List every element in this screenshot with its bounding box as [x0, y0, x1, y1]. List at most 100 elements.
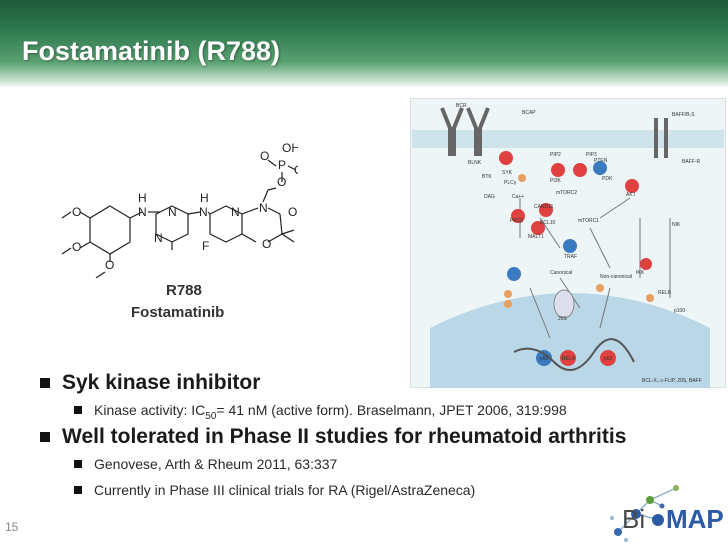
atom-n1: N: [138, 205, 147, 219]
bullet-genovese: Genovese, Arth & Rheum 2011, 63:337: [40, 451, 725, 477]
bullet-phase3: Currently in Phase III clinical trials f…: [40, 477, 725, 503]
atom-h2: H: [200, 191, 209, 205]
bullet-list: Syk kinase inhibitor Kinase activity: IC…: [40, 369, 725, 503]
label-card11: CARD11: [534, 204, 554, 210]
label-rela: RELA: [562, 356, 576, 362]
node-pten: [593, 161, 607, 175]
slide-number: 15: [5, 520, 19, 534]
compound-name: Fostamatinib: [131, 304, 225, 321]
nucleus: [430, 293, 710, 388]
node-syk: [499, 151, 513, 165]
label-proteasome: 20S: [558, 316, 568, 322]
atom-n-low: N: [154, 231, 163, 245]
atom-o-methoxy3: O: [105, 258, 114, 272]
label-noncanonical: Non-canonical: [600, 274, 632, 280]
proteasome: [553, 289, 575, 319]
label-mtorc2: mTORC2: [556, 190, 577, 196]
atom-p: P: [278, 158, 286, 172]
bullet-marker: [40, 432, 50, 442]
label-nik: NIK: [672, 222, 681, 228]
label-bcr: BCR: [456, 103, 467, 109]
fostamatinib-structure: OH O P OH O H H N N N N N O N F O O O O: [61, 141, 298, 278]
biomap-logo: Bi MAP: [610, 485, 724, 542]
kinase-nodes: [499, 151, 652, 366]
atom-f: F: [202, 239, 209, 253]
label-dag: DAG: [484, 194, 495, 200]
label-canonical: Canonical: [550, 270, 572, 276]
compound-code: R788: [166, 282, 202, 299]
node-pkc: [511, 209, 525, 223]
logo-text-map: MAP: [666, 504, 724, 534]
phospho-nodes: [504, 174, 654, 308]
cell-membrane: [412, 130, 724, 148]
label-ca: Ca++: [512, 194, 524, 200]
label-pkc: PKCβ: [510, 218, 523, 224]
label-baff: BAFF/B₇S: [672, 112, 695, 118]
atom-oh2: OH: [294, 163, 298, 177]
label-malt1: MALT1: [528, 234, 544, 240]
label-akt: AKT: [626, 192, 636, 198]
atom-o-double: O: [260, 149, 269, 163]
node-malt1: [531, 221, 545, 235]
node-pi3k-a: [551, 163, 565, 177]
dna-strand: [513, 338, 635, 371]
bullet-text: Syk kinase inhibitor: [62, 371, 261, 394]
label-p100: p100: [674, 308, 685, 314]
logo-text-bi: Bi: [622, 504, 645, 534]
node-rela: [560, 350, 576, 366]
label-plcg: PLCγ: [504, 180, 517, 186]
label-syk: SYK: [502, 170, 513, 176]
node-pi3k-b: [573, 163, 587, 177]
label-relb: RELB: [658, 290, 672, 296]
label-ikk: IKK: [636, 270, 645, 276]
bullet-text: Currently in Phase III clinical trials f…: [94, 482, 476, 498]
regulator-nodes: [507, 161, 607, 366]
bullet-kinase-activity: Kinase activity: IC50= 41 nM (active for…: [40, 397, 725, 423]
bullet-marker: [40, 378, 50, 388]
label-mtorc1: mTORC1: [578, 218, 599, 224]
atom-h1: H: [138, 191, 147, 205]
node-akt: [625, 179, 639, 193]
bullet-marker: [74, 460, 82, 468]
atom-n3: N: [199, 205, 208, 219]
logo-o-dot: [652, 514, 664, 526]
label-p52: p52: [604, 356, 613, 362]
label-p50: p50: [540, 356, 549, 362]
receptors: [440, 107, 668, 158]
label-baffr: BAFF-R: [682, 159, 700, 165]
ic-prefix: Kinase activity: IC: [94, 402, 206, 418]
label-pdk: PDK: [602, 176, 613, 182]
atom-o-link: O: [277, 175, 286, 189]
bullet-marker: [74, 406, 82, 414]
structure-bonds: [61, 159, 297, 278]
atom-o-methoxy1: O: [72, 205, 81, 219]
node-p52: [600, 350, 616, 366]
label-pip2: PIP2: [550, 152, 561, 158]
atom-o-methoxy2: O: [72, 240, 81, 254]
bullet-tolerated: Well tolerated in Phase II studies for r…: [40, 423, 725, 451]
atom-o-ring: O: [262, 237, 271, 251]
node-p50: [536, 350, 552, 366]
node-ikk: [640, 258, 652, 270]
atom-oh1: OH: [282, 141, 298, 155]
node-nik: [507, 267, 521, 281]
label-pi3k: PI3K: [550, 178, 562, 184]
bcr-signaling-pathway-diagram: BCR BAFF/B₇S BAFF-R BCAP SYK BLNK BTK PL…: [410, 98, 726, 388]
atom-n4: N: [231, 205, 240, 219]
label-pip3: PIP3: [586, 152, 597, 158]
atom-o-ketone: O: [288, 205, 297, 219]
label-blnk: BLNK: [468, 160, 482, 166]
label-btk: BTK: [482, 174, 492, 180]
bullet-text: Well tolerated in Phase II studies for r…: [62, 425, 627, 448]
ic-subscript: 50: [205, 410, 217, 422]
bullet-syk: Syk kinase inhibitor: [40, 369, 725, 397]
label-bcl10: BCL10: [540, 220, 556, 226]
bullet-marker: [74, 486, 82, 494]
slide-title: Fostamatinib (R788): [22, 36, 281, 66]
node-traf: [563, 239, 577, 253]
label-traf: TRAF: [564, 254, 577, 260]
label-bcap: BCAP: [522, 110, 536, 116]
title-bar: Fostamatinib (R788): [0, 0, 728, 88]
label-pten: PTEN: [594, 158, 608, 164]
label-targets: BCL-Xₗ, c-FLIP, 20S, BAFF: [642, 378, 702, 384]
